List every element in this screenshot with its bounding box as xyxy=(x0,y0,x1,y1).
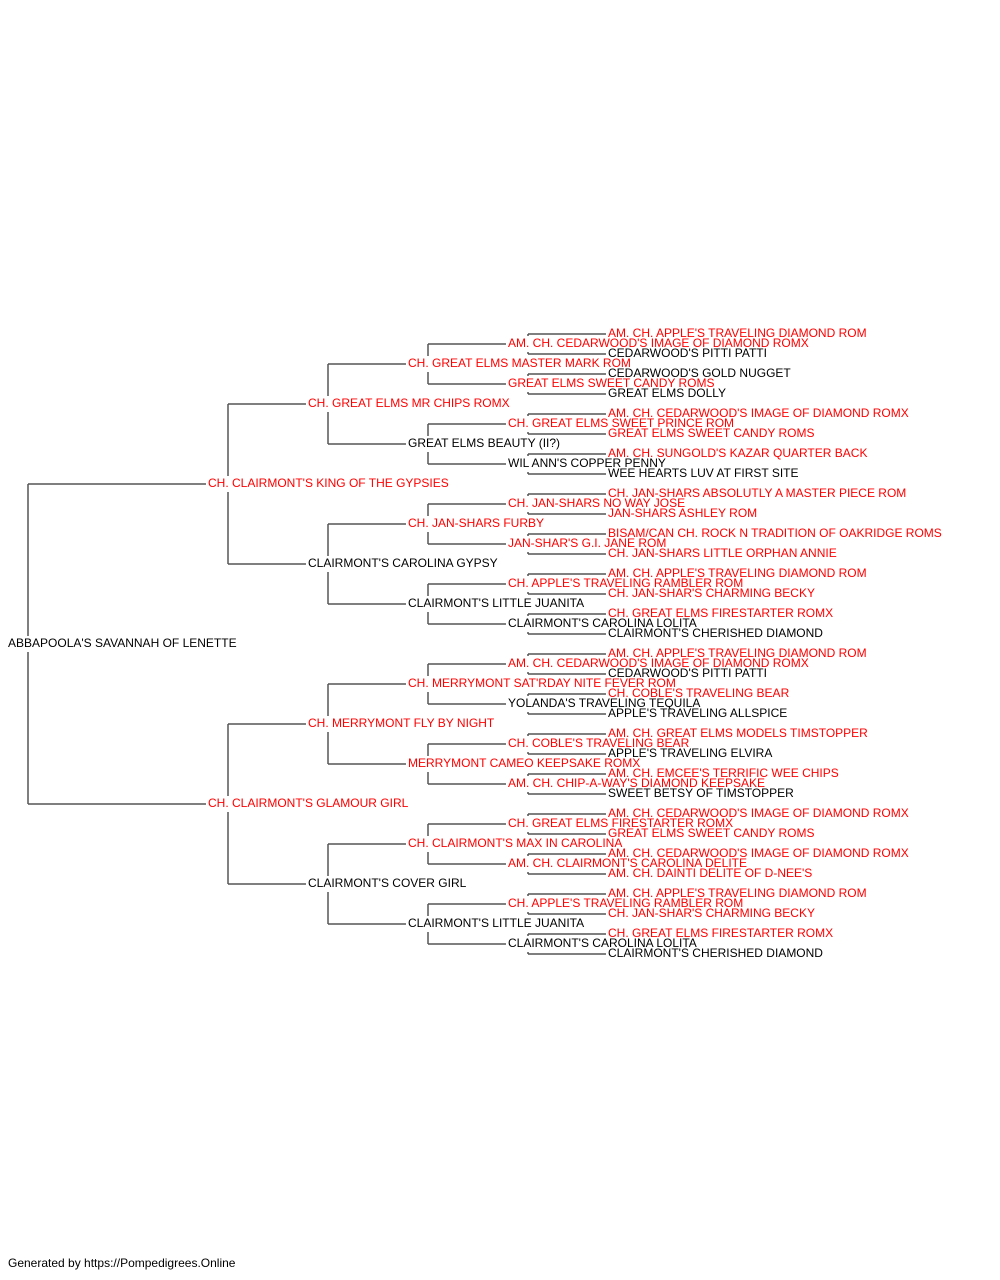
dog-name-titled[interactable]: CH. JAN-SHARS FURBY xyxy=(408,516,544,530)
dog-name-titled[interactable]: AM. CH. CLAIRMONT'S CAROLINA DELITE xyxy=(508,856,747,870)
footer-credit: Generated by https://Pompedigrees.Online xyxy=(8,1256,236,1270)
dog-name[interactable]: APPLE'S TRAVELING ALLSPICE xyxy=(608,706,787,720)
dog-name-titled[interactable]: AM. CH. CEDARWOOD'S IMAGE OF DIAMOND ROM… xyxy=(608,806,909,820)
dog-name[interactable]: CEDARWOOD'S GOLD NUGGET xyxy=(608,366,791,380)
dog-name-titled[interactable]: CH. GREAT ELMS FIRESTARTER ROMX xyxy=(608,606,833,620)
dog-name[interactable]: CLAIRMONT'S COVER GIRL xyxy=(308,876,467,890)
dog-name[interactable]: CLAIRMONT'S CAROLINA GYPSY xyxy=(308,556,498,570)
dog-name-titled[interactable]: CH. JAN-SHAR'S CHARMING BECKY xyxy=(608,906,815,920)
dog-name-titled[interactable]: AM. CH. SUNGOLD'S KAZAR QUARTER BACK xyxy=(608,446,867,460)
dog-name-titled[interactable]: CH. JAN-SHARS ABSOLUTLY A MASTER PIECE R… xyxy=(608,486,906,500)
dog-name[interactable]: CEDARWOOD'S PITTI PATTI xyxy=(608,666,767,680)
dog-name[interactable]: ABBAPOOLA'S SAVANNAH OF LENETTE xyxy=(8,636,237,650)
dog-name-titled[interactable]: GREAT ELMS SWEET CANDY ROMS xyxy=(608,426,814,440)
dog-name-titled[interactable]: AM. CH. CHIP-A-WAY'S DIAMOND KEEPSAKE xyxy=(508,776,765,790)
dog-name-titled[interactable]: CH. CLAIRMONT'S GLAMOUR GIRL xyxy=(208,796,409,810)
dog-name[interactable]: CLAIRMONT'S CAROLINA LOLITA xyxy=(508,616,697,630)
dog-name-titled[interactable]: AM. CH. GREAT ELMS MODELS TIMSTOPPER xyxy=(608,726,868,740)
dog-name-titled[interactable]: AM. CH. APPLE'S TRAVELING DIAMOND ROM xyxy=(608,326,867,340)
dog-name-titled[interactable]: CH. COBLE'S TRAVELING BEAR xyxy=(508,736,690,750)
dog-name-titled[interactable]: JAN-SHAR'S G.I. JANE ROM xyxy=(508,536,666,550)
dog-name[interactable]: CLAIRMONT'S CHERISHED DIAMOND xyxy=(608,626,823,640)
dog-name-titled[interactable]: CH. APPLE'S TRAVELING RAMBLER ROM xyxy=(508,896,743,910)
dog-name-titled[interactable]: AM. CH. APPLE'S TRAVELING DIAMOND ROM xyxy=(608,646,867,660)
dog-name-titled[interactable]: CH. CLAIRMONT'S KING OF THE GYPSIES xyxy=(208,476,449,490)
dog-name[interactable]: WEE HEARTS LUV AT FIRST SITE xyxy=(608,466,799,480)
dog-name-titled[interactable]: CH. GREAT ELMS SWEET PRINCE ROM xyxy=(508,416,734,430)
dog-name[interactable]: YOLANDA'S TRAVELING TEQUILA xyxy=(508,696,700,710)
dog-name-titled[interactable]: AM. CH. EMCEE'S TERRIFIC WEE CHIPS xyxy=(608,766,839,780)
dog-name-titled[interactable]: GREAT ELMS SWEET CANDY ROMS xyxy=(508,376,714,390)
dog-name-titled[interactable]: CH. MERRYMONT SAT'RDAY NITE FEVER ROM xyxy=(408,676,676,690)
dog-name-titled[interactable]: AM. CH. CEDARWOOD'S IMAGE OF DIAMOND ROM… xyxy=(608,406,909,420)
dog-name-titled[interactable]: CH. GREAT ELMS FIRESTARTER ROMX xyxy=(608,926,833,940)
dog-name-titled[interactable]: BISAM/CAN CH. ROCK N TRADITION OF OAKRID… xyxy=(608,526,942,540)
dog-name-titled[interactable]: GREAT ELMS SWEET CANDY ROMS xyxy=(608,826,814,840)
dog-name[interactable]: GREAT ELMS DOLLY xyxy=(608,386,726,400)
dog-name-titled[interactable]: CH. MERRYMONT FLY BY NIGHT xyxy=(308,716,495,730)
dog-name-titled[interactable]: CH. JAN-SHARS NO WAY JOSE xyxy=(508,496,685,510)
dog-name[interactable]: APPLE'S TRAVELING ELVIRA xyxy=(608,746,772,760)
dog-name-titled[interactable]: AM. CH. CEDARWOOD'S IMAGE OF DIAMOND ROM… xyxy=(608,846,909,860)
dog-name-titled[interactable]: AM. CH. CEDARWOOD'S IMAGE OF DIAMOND ROM… xyxy=(508,656,809,670)
dog-name[interactable]: CLAIRMONT'S LITTLE JUANITA xyxy=(408,916,584,930)
dog-name-titled[interactable]: CH. GREAT ELMS MASTER MARK ROM xyxy=(408,356,631,370)
dog-name-titled[interactable]: AM. CH. DAINTI DELITE OF D-NEE'S xyxy=(608,866,812,880)
dog-name-titled[interactable]: CH. CLAIRMONT'S MAX IN CAROLINA xyxy=(408,836,622,850)
dog-name-titled[interactable]: CH. GREAT ELMS FIRESTARTER ROMX xyxy=(508,816,733,830)
dog-name-titled[interactable]: AM. CH. APPLE'S TRAVELING DIAMOND ROM xyxy=(608,566,867,580)
dog-name[interactable]: CLAIRMONT'S CAROLINA LOLITA xyxy=(508,936,697,950)
dog-name-titled[interactable]: CH. JAN-SHAR'S CHARMING BECKY xyxy=(608,586,815,600)
dog-name-titled[interactable]: JAN-SHARS ASHLEY ROM xyxy=(608,506,757,520)
dog-name-titled[interactable]: CH. APPLE'S TRAVELING RAMBLER ROM xyxy=(508,576,743,590)
dog-name[interactable]: CLAIRMONT'S CHERISHED DIAMOND xyxy=(608,946,823,960)
dog-name[interactable]: WIL ANN'S COPPER PENNY xyxy=(508,456,666,470)
dog-name[interactable]: GREAT ELMS BEAUTY (II?) xyxy=(408,436,560,450)
dog-name[interactable]: CEDARWOOD'S PITTI PATTI xyxy=(608,346,767,360)
dog-name-titled[interactable]: AM. CH. CEDARWOOD'S IMAGE OF DIAMOND ROM… xyxy=(508,336,809,350)
dog-name-titled[interactable]: CH. JAN-SHARS LITTLE ORPHAN ANNIE xyxy=(608,546,837,560)
dog-name-titled[interactable]: AM. CH. APPLE'S TRAVELING DIAMOND ROM xyxy=(608,886,867,900)
dog-name-titled[interactable]: CH. COBLE'S TRAVELING BEAR xyxy=(608,686,790,700)
dog-name-titled[interactable]: CH. GREAT ELMS MR CHIPS ROMX xyxy=(308,396,510,410)
dog-name[interactable]: SWEET BETSY OF TIMSTOPPER xyxy=(608,786,794,800)
dog-name[interactable]: CLAIRMONT'S LITTLE JUANITA xyxy=(408,596,584,610)
dog-name-titled[interactable]: MERRYMONT CAMEO KEEPSAKE ROMX xyxy=(408,756,640,770)
